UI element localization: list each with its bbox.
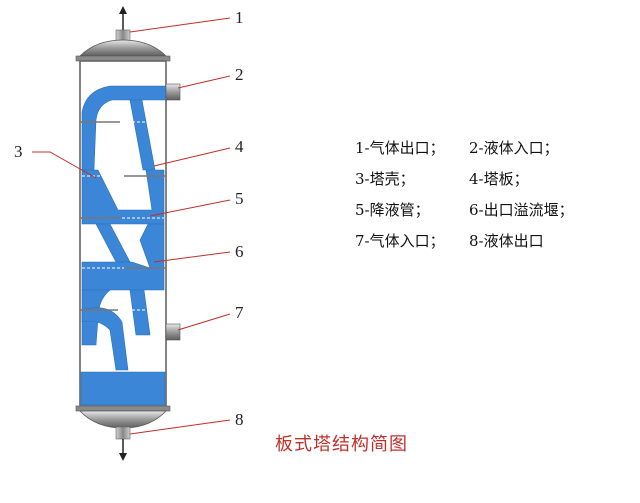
gas-inlet-nozzle: [165, 323, 181, 341]
callout-7: 7: [235, 303, 244, 322]
tray-plates: [80, 121, 166, 311]
liquid-outlet-nozzle: [115, 426, 131, 461]
liquid-flow: [80, 85, 167, 406]
leader-lines: [32, 17, 231, 435]
callout-4: 4: [235, 137, 244, 156]
diagram-caption: 板式塔结构简图: [275, 434, 408, 455]
trays: [82, 121, 164, 311]
callout-1: 1: [235, 8, 244, 27]
legend: 1-气体出口； 2-液体入口； 3-塔壳； 4-塔板； 5-降液管； 6-出口溢流堰；…: [355, 133, 635, 257]
liquid-inlet-nozzle: [165, 83, 181, 101]
legend-row: 7-气体入口； 8-液体出口: [355, 226, 635, 257]
gas-outlet-nozzle: [115, 6, 131, 43]
legend-row: 1-气体出口； 2-液体入口；: [355, 133, 635, 164]
legend-item: 1-气体出口；: [355, 139, 445, 157]
callout-6: 6: [235, 242, 244, 261]
legend-row: 5-降液管； 6-出口溢流堰；: [355, 195, 635, 226]
legend-item: 8-液体出口: [469, 232, 544, 250]
legend-item: 5-降液管；: [355, 201, 430, 219]
callout-8: 8: [235, 410, 244, 429]
bottom-head: [79, 410, 167, 429]
top-head: [79, 39, 167, 57]
legend-item: 6-出口溢流堰；: [469, 201, 574, 219]
legend-item: 4-塔板；: [469, 170, 529, 188]
legend-item: 2-液体入口；: [469, 139, 559, 157]
callout-5: 5: [235, 189, 244, 208]
bottom-flange: [75, 405, 171, 412]
legend-item: 3-塔壳；: [355, 170, 415, 188]
callout-3: 3: [14, 142, 23, 161]
legend-item: 7-气体入口；: [355, 232, 445, 250]
legend-row: 3-塔壳； 4-塔板；: [355, 164, 635, 195]
callout-2: 2: [235, 65, 244, 84]
